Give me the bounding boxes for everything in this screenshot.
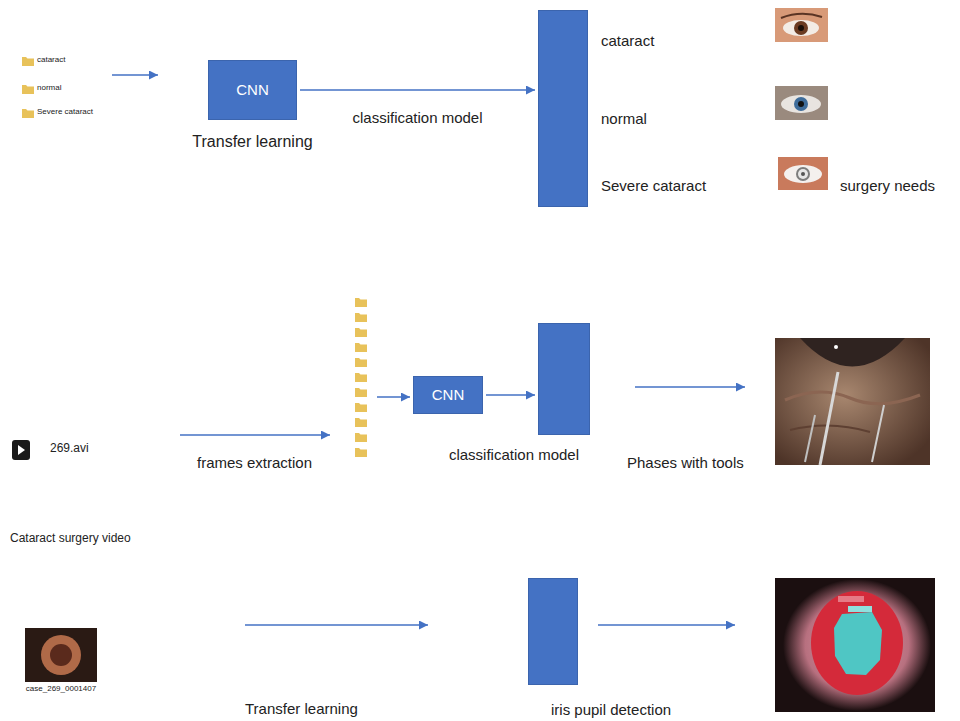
pupil-region — [800, 338, 905, 367]
eye-photo — [778, 157, 828, 190]
folder-icon — [355, 373, 367, 382]
surgical-tool — [820, 372, 838, 465]
eye-halo — [783, 579, 931, 711]
tissue-fold — [790, 425, 870, 432]
folder-icon — [355, 358, 367, 367]
flow-arrow — [486, 394, 535, 396]
section-label: Cataract surgery video — [10, 532, 131, 546]
pupil-mask — [834, 612, 882, 675]
folder-icon — [355, 328, 367, 337]
light-reflex — [834, 345, 838, 349]
box-caption: iris pupil detection — [551, 702, 671, 718]
eye-pupil — [801, 172, 805, 176]
folder-icon — [355, 448, 367, 457]
eye-pupil — [798, 25, 804, 31]
step-label: frames extraction — [197, 454, 312, 471]
folder-icon — [355, 403, 367, 412]
flow-arrow — [112, 74, 158, 76]
eye-iris — [794, 21, 808, 35]
folder-icon — [22, 57, 34, 66]
eye-iris — [796, 167, 810, 181]
eye-photo — [775, 86, 828, 120]
class-output-bar: cataractnormalSevere cataract — [538, 10, 588, 207]
cnn-box: CNNTransfer learning — [208, 60, 297, 120]
folder-icon — [22, 85, 34, 94]
detection-output-bar: iris pupil detection — [528, 578, 578, 685]
class-label: cataract — [601, 32, 654, 49]
class-label: normal — [601, 110, 647, 127]
surgery-photo — [775, 338, 930, 465]
box-caption: Transfer learning — [192, 133, 312, 151]
box-title: CNN — [432, 386, 465, 403]
video-icon — [12, 440, 30, 460]
flow-arrow — [598, 624, 735, 626]
eye-sclera — [781, 95, 821, 113]
folder-label: normal — [37, 83, 61, 92]
flow-arrow — [635, 386, 745, 388]
box-title: CNN — [236, 81, 269, 98]
tissue-fold — [785, 392, 920, 404]
output-note: surgery needs — [840, 177, 935, 194]
frame-thumbnail — [25, 628, 97, 682]
folder-label: cataract — [37, 55, 65, 64]
step-label: Transfer learning — [245, 701, 358, 717]
eye-ring — [41, 635, 81, 675]
flow-arrow — [245, 624, 428, 626]
detection-tag — [838, 596, 864, 602]
play-symbol — [18, 445, 25, 455]
eye-pupil — [50, 644, 72, 666]
cataract-lens — [798, 169, 808, 179]
folder-icon — [355, 313, 367, 322]
flow-arrow — [180, 434, 330, 436]
file-name: case_269_0001407 — [20, 684, 102, 693]
iris-mask — [811, 591, 903, 695]
detection-tag — [848, 606, 872, 612]
flow-arrow — [300, 89, 535, 91]
folder-icon — [355, 388, 367, 397]
class-label: Severe cataract — [601, 177, 706, 194]
flow-arrow — [377, 396, 410, 398]
cnn-box: CNN — [413, 376, 483, 414]
eye-sclera — [784, 165, 822, 183]
folder-icon — [355, 433, 367, 442]
surgical-tool — [872, 405, 884, 462]
folder-icon — [355, 418, 367, 427]
step-label: Phases with tools — [627, 454, 744, 471]
eye-photo — [775, 8, 828, 42]
eye-sclera — [783, 20, 819, 36]
folder-icon — [355, 298, 367, 307]
eye-brow — [781, 14, 822, 18]
eye-pupil — [798, 101, 804, 107]
box-caption: classification model — [449, 446, 579, 463]
phase-output-bar: classification model — [538, 323, 590, 435]
edge-label: classification model — [350, 109, 484, 126]
detection-photo — [775, 578, 935, 712]
folder-icon — [355, 343, 367, 352]
surgical-tool — [805, 415, 815, 462]
eye-iris — [794, 97, 808, 111]
file-name: 269.avi — [50, 442, 89, 456]
folder-icon — [22, 109, 34, 118]
frame-folders — [355, 298, 367, 457]
folder-label: Severe cataract — [37, 107, 93, 116]
